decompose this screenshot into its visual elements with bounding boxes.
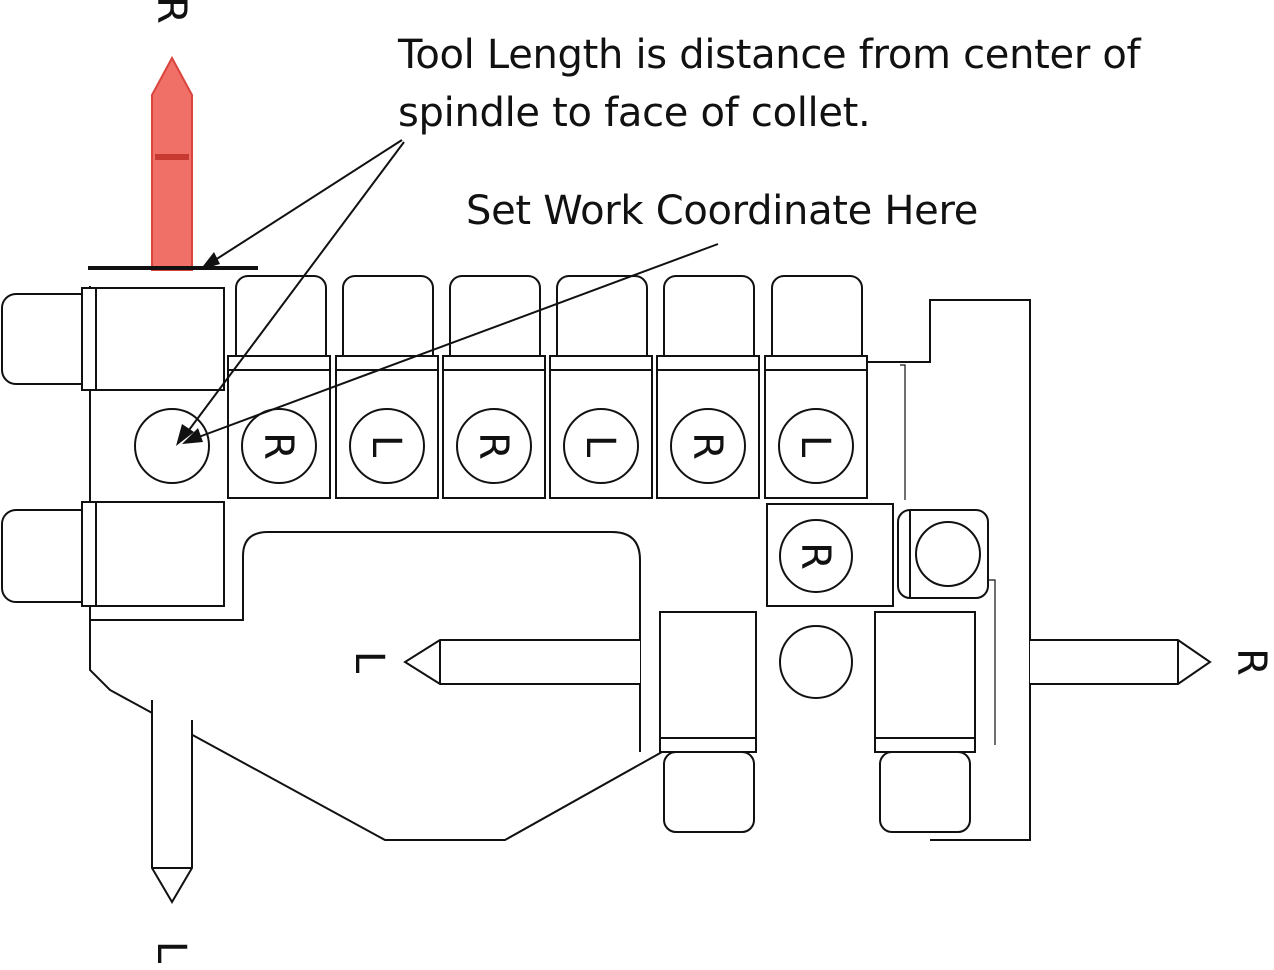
tool-label-3: R: [470, 432, 516, 460]
left-holders: [1, 287, 225, 607]
axis-label-left: L: [346, 651, 392, 674]
work-coordinate-circle: [134, 408, 210, 484]
tool-arrow-red: [88, 55, 258, 271]
axis-label-right: R: [1228, 648, 1274, 676]
tool-label-6: L: [792, 435, 838, 458]
tool-arrow-right: [1030, 639, 1212, 685]
tool-arrow-left: [403, 639, 640, 685]
red-tool-body: [151, 55, 193, 271]
tool-label-2: L: [363, 435, 409, 458]
leader-arrows: [176, 139, 719, 446]
lower-right-holders: [659, 503, 989, 833]
tool-row-circles: [134, 408, 854, 484]
lower-tool-label: R: [792, 542, 838, 570]
work-coordinate-note: Set Work Coordinate Here: [466, 188, 979, 234]
tool-arrow-bottom: [151, 700, 193, 904]
tool-blocks: [227, 355, 868, 499]
axis-label-bottom: L: [148, 941, 194, 964]
tool-label-1: R: [255, 432, 301, 460]
tool-label-4: L: [577, 435, 623, 458]
tool-length-note: Tool Length is distance from center of s…: [398, 32, 1141, 136]
axis-label-top: R: [148, 0, 194, 24]
tool-label-5: R: [684, 432, 730, 460]
collets-top-row: [235, 275, 863, 377]
